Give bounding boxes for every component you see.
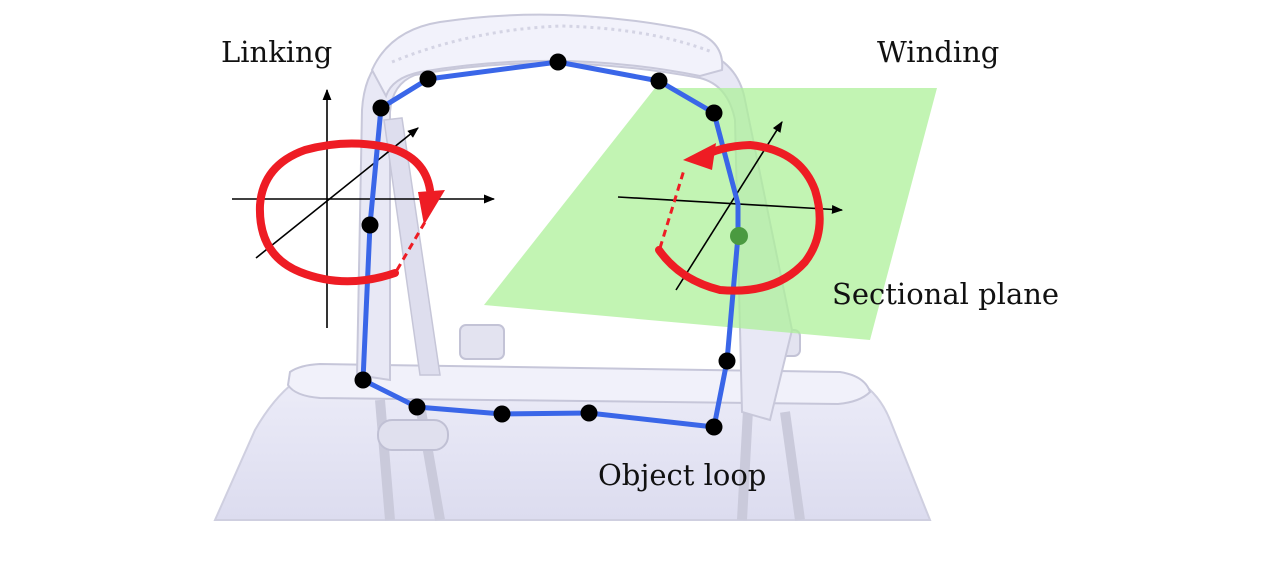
loop-vertex — [650, 72, 668, 90]
bag-strap-right — [737, 409, 805, 521]
object-loop-line — [360, 59, 741, 430]
linking-circular-arrow — [255, 139, 445, 286]
loop-vertex — [493, 405, 511, 423]
sectional-plane — [484, 88, 937, 340]
winding-circular-arrow — [655, 140, 824, 295]
winding-arrow-path — [655, 140, 824, 295]
bag-buckle-left — [377, 419, 449, 451]
winding-arrow-dashed — [658, 169, 686, 249]
loop-vertex — [705, 418, 723, 436]
linking-label: Linking — [221, 35, 333, 69]
plane-intersection-point — [730, 227, 748, 245]
linking-arrow-dashed — [395, 221, 427, 271]
bag-buckle-center — [459, 324, 505, 360]
bag-handle-top — [370, 13, 724, 99]
sectional-plane-label: Sectional plane — [832, 277, 1060, 311]
loop-vertex — [580, 404, 598, 422]
loop-vertex — [354, 371, 372, 389]
loop-vertex — [419, 70, 437, 88]
linking-arrow-path — [255, 139, 434, 286]
linking-arrow-head — [418, 190, 445, 225]
loop-vertex — [408, 398, 426, 416]
bag-handle-stitches — [391, 24, 713, 64]
loop-vertex — [372, 99, 390, 117]
winding-label: Winding — [877, 35, 1000, 69]
winding-arrow-head — [683, 143, 716, 170]
loop-vertex — [718, 352, 736, 370]
loop-vertex — [549, 53, 567, 71]
object-loop-vertices — [354, 53, 736, 436]
loop-vertex — [705, 104, 723, 122]
object-loop-label: Object loop — [598, 458, 767, 492]
loop-vertex — [361, 216, 379, 234]
